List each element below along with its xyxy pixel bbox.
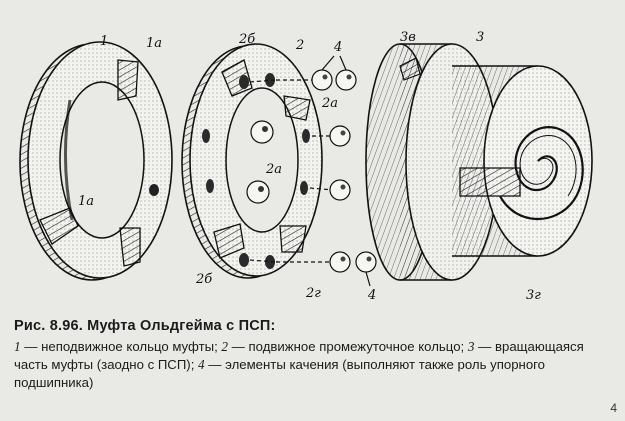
label-elements-4: 4: [334, 40, 343, 55]
label-slot-1a-top: 1а: [146, 36, 163, 51]
label-ring-1: 1: [100, 34, 109, 49]
label-ring-2: 2: [296, 38, 305, 53]
caption-item-text: — элементы качения (выполняют также роль…: [14, 357, 546, 390]
caption-item-num: 2: [221, 339, 229, 354]
caption-item-text: — подвижное промежуточное кольцо;: [228, 339, 468, 354]
caption-item-text: — вращающаяся часть муфты (заодно с ПСП)…: [14, 339, 584, 372]
label-ring-2a-top: 2а: [322, 96, 339, 111]
label-part-3g: 3г: [526, 288, 541, 303]
figure-caption: Рис. 8.96. Муфта Ольдгейма с ПСП: 1 — не…: [14, 318, 614, 392]
fixed-ring-1: [19, 41, 173, 281]
caption-item-num: 4: [198, 357, 205, 372]
caption-item-text: — неподвижное кольцо муфты;: [20, 339, 222, 354]
caption-title: Рис. 8.96. Муфта Ольдгейма с ПСП:: [14, 318, 276, 334]
caption-item-num: 3: [467, 339, 475, 354]
coupling-exploded-view: [19, 41, 593, 287]
label-ring-2a-center: 2а: [266, 162, 283, 177]
intermediate-ring-2: [181, 43, 323, 279]
label-ring-2b-bottom: 2б: [196, 272, 213, 287]
page-number: 4: [610, 401, 617, 415]
label-part-3v: 3в: [400, 30, 416, 45]
label-part-3: 3: [476, 30, 485, 45]
rotating-part-3: [365, 43, 593, 281]
label-elements-4-bottom: 4: [368, 288, 377, 303]
label-ring-2b-top: 2б: [239, 32, 256, 47]
label-slot-1a-bottom: 1а: [78, 194, 95, 209]
caption-body: 1 — неподвижное кольцо муфты; 2 — подвиж…: [14, 338, 614, 392]
rolling-elements-4: [249, 55, 377, 287]
label-ring-2g: 2г: [306, 286, 321, 301]
caption-item-num: 1: [14, 339, 21, 354]
